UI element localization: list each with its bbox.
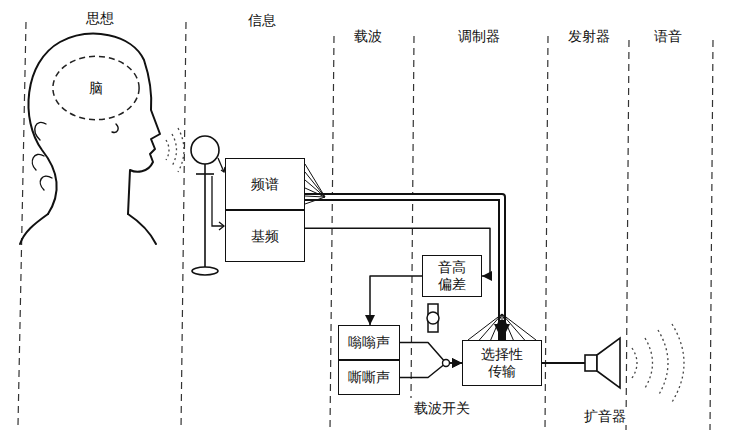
channel-fan [491,314,502,340]
shoulder-line [128,214,156,244]
speaker-cone [597,338,620,388]
mic-feed-arrow [219,222,224,230]
channel-fan [468,314,502,340]
spectrum-band [305,197,502,340]
sound-wave [672,324,684,402]
spectrum-fan [305,197,325,204]
section-divider [181,22,186,430]
ellipse-outline-shape [53,56,139,119]
node-text: 音高偏差 [437,259,467,293]
brain-region: 脑 [52,55,140,121]
sound-wave [645,338,653,388]
text-group: 基频 [251,228,279,245]
spectrum-fan [305,196,325,197]
node-text: 选择性传输 [479,346,525,380]
section-heading: 语音 [652,28,684,45]
shoulder-line [20,214,48,244]
section-divider [710,40,713,430]
process-box: 音高偏差 [422,255,482,297]
sound-wave [166,140,169,160]
spectrum-fan [305,172,325,197]
process-box: 嗡嗡声 [338,325,400,360]
node-text: 嗡嗡声 [348,334,390,351]
section-divider [411,36,414,398]
channel-fan [502,314,536,340]
sound-wave [632,348,637,378]
speaker-wire [542,362,585,364]
connector-group [305,164,585,378]
sound-wave [172,134,177,166]
process-box: 选择性传输 [462,340,542,386]
text-group: 脑 [89,80,103,97]
channel-fan [479,314,502,340]
microphone-head [191,136,219,164]
channel-fan [502,314,503,340]
node-text: 频谱 [251,176,279,193]
process-box: 基频 [225,210,305,262]
section-heading: 载波 [352,28,384,45]
speaker-magnet [585,355,597,371]
section-divider [626,40,629,430]
process-box: 嘶嘶声 [338,360,400,395]
spectrum-fan [305,188,325,197]
section-divider [330,36,334,430]
carrier-switch [443,360,450,367]
text-group: 音高偏差 [437,259,467,293]
ear-line [112,124,118,132]
section-heading: 发射器 [566,28,612,45]
hair-curl [32,122,52,190]
microphone-base [192,267,218,275]
part-label: 扩音器 [582,408,628,425]
sound-wave [658,330,668,396]
node-text: 基频 [251,228,279,245]
node-text: 嘶嘶声 [348,369,390,386]
microphone-stand [204,164,206,268]
head-outline [28,34,160,214]
mic-feed-line [218,158,224,172]
spectrum-fan [305,180,325,197]
signal-line [400,343,462,364]
text-group: 选择性传输 [479,346,525,380]
band-inner [305,197,502,320]
sound-wave [178,128,184,172]
signal-line [370,276,422,325]
node-text: 脑 [89,80,103,97]
text-group: 嘶嘶声 [348,369,390,386]
section-heading: 思想 [84,10,116,27]
signal-line [400,363,462,378]
spectrum-fan [305,164,325,197]
channel-fan [502,314,525,340]
section-heading: 调制器 [456,28,502,45]
part-label: 载波开关 [412,400,472,417]
process-box: 频谱 [225,158,305,210]
section-divider [545,36,548,430]
section-divider [18,22,26,425]
text-group: 嗡嗡声 [348,334,390,351]
text-group: 频谱 [251,176,279,193]
section-heading: 信息 [246,12,278,29]
pitch-knob [427,312,439,324]
pitch-control [428,304,438,332]
mic-feed-line [212,176,224,226]
microphone-clamp [196,173,214,175]
